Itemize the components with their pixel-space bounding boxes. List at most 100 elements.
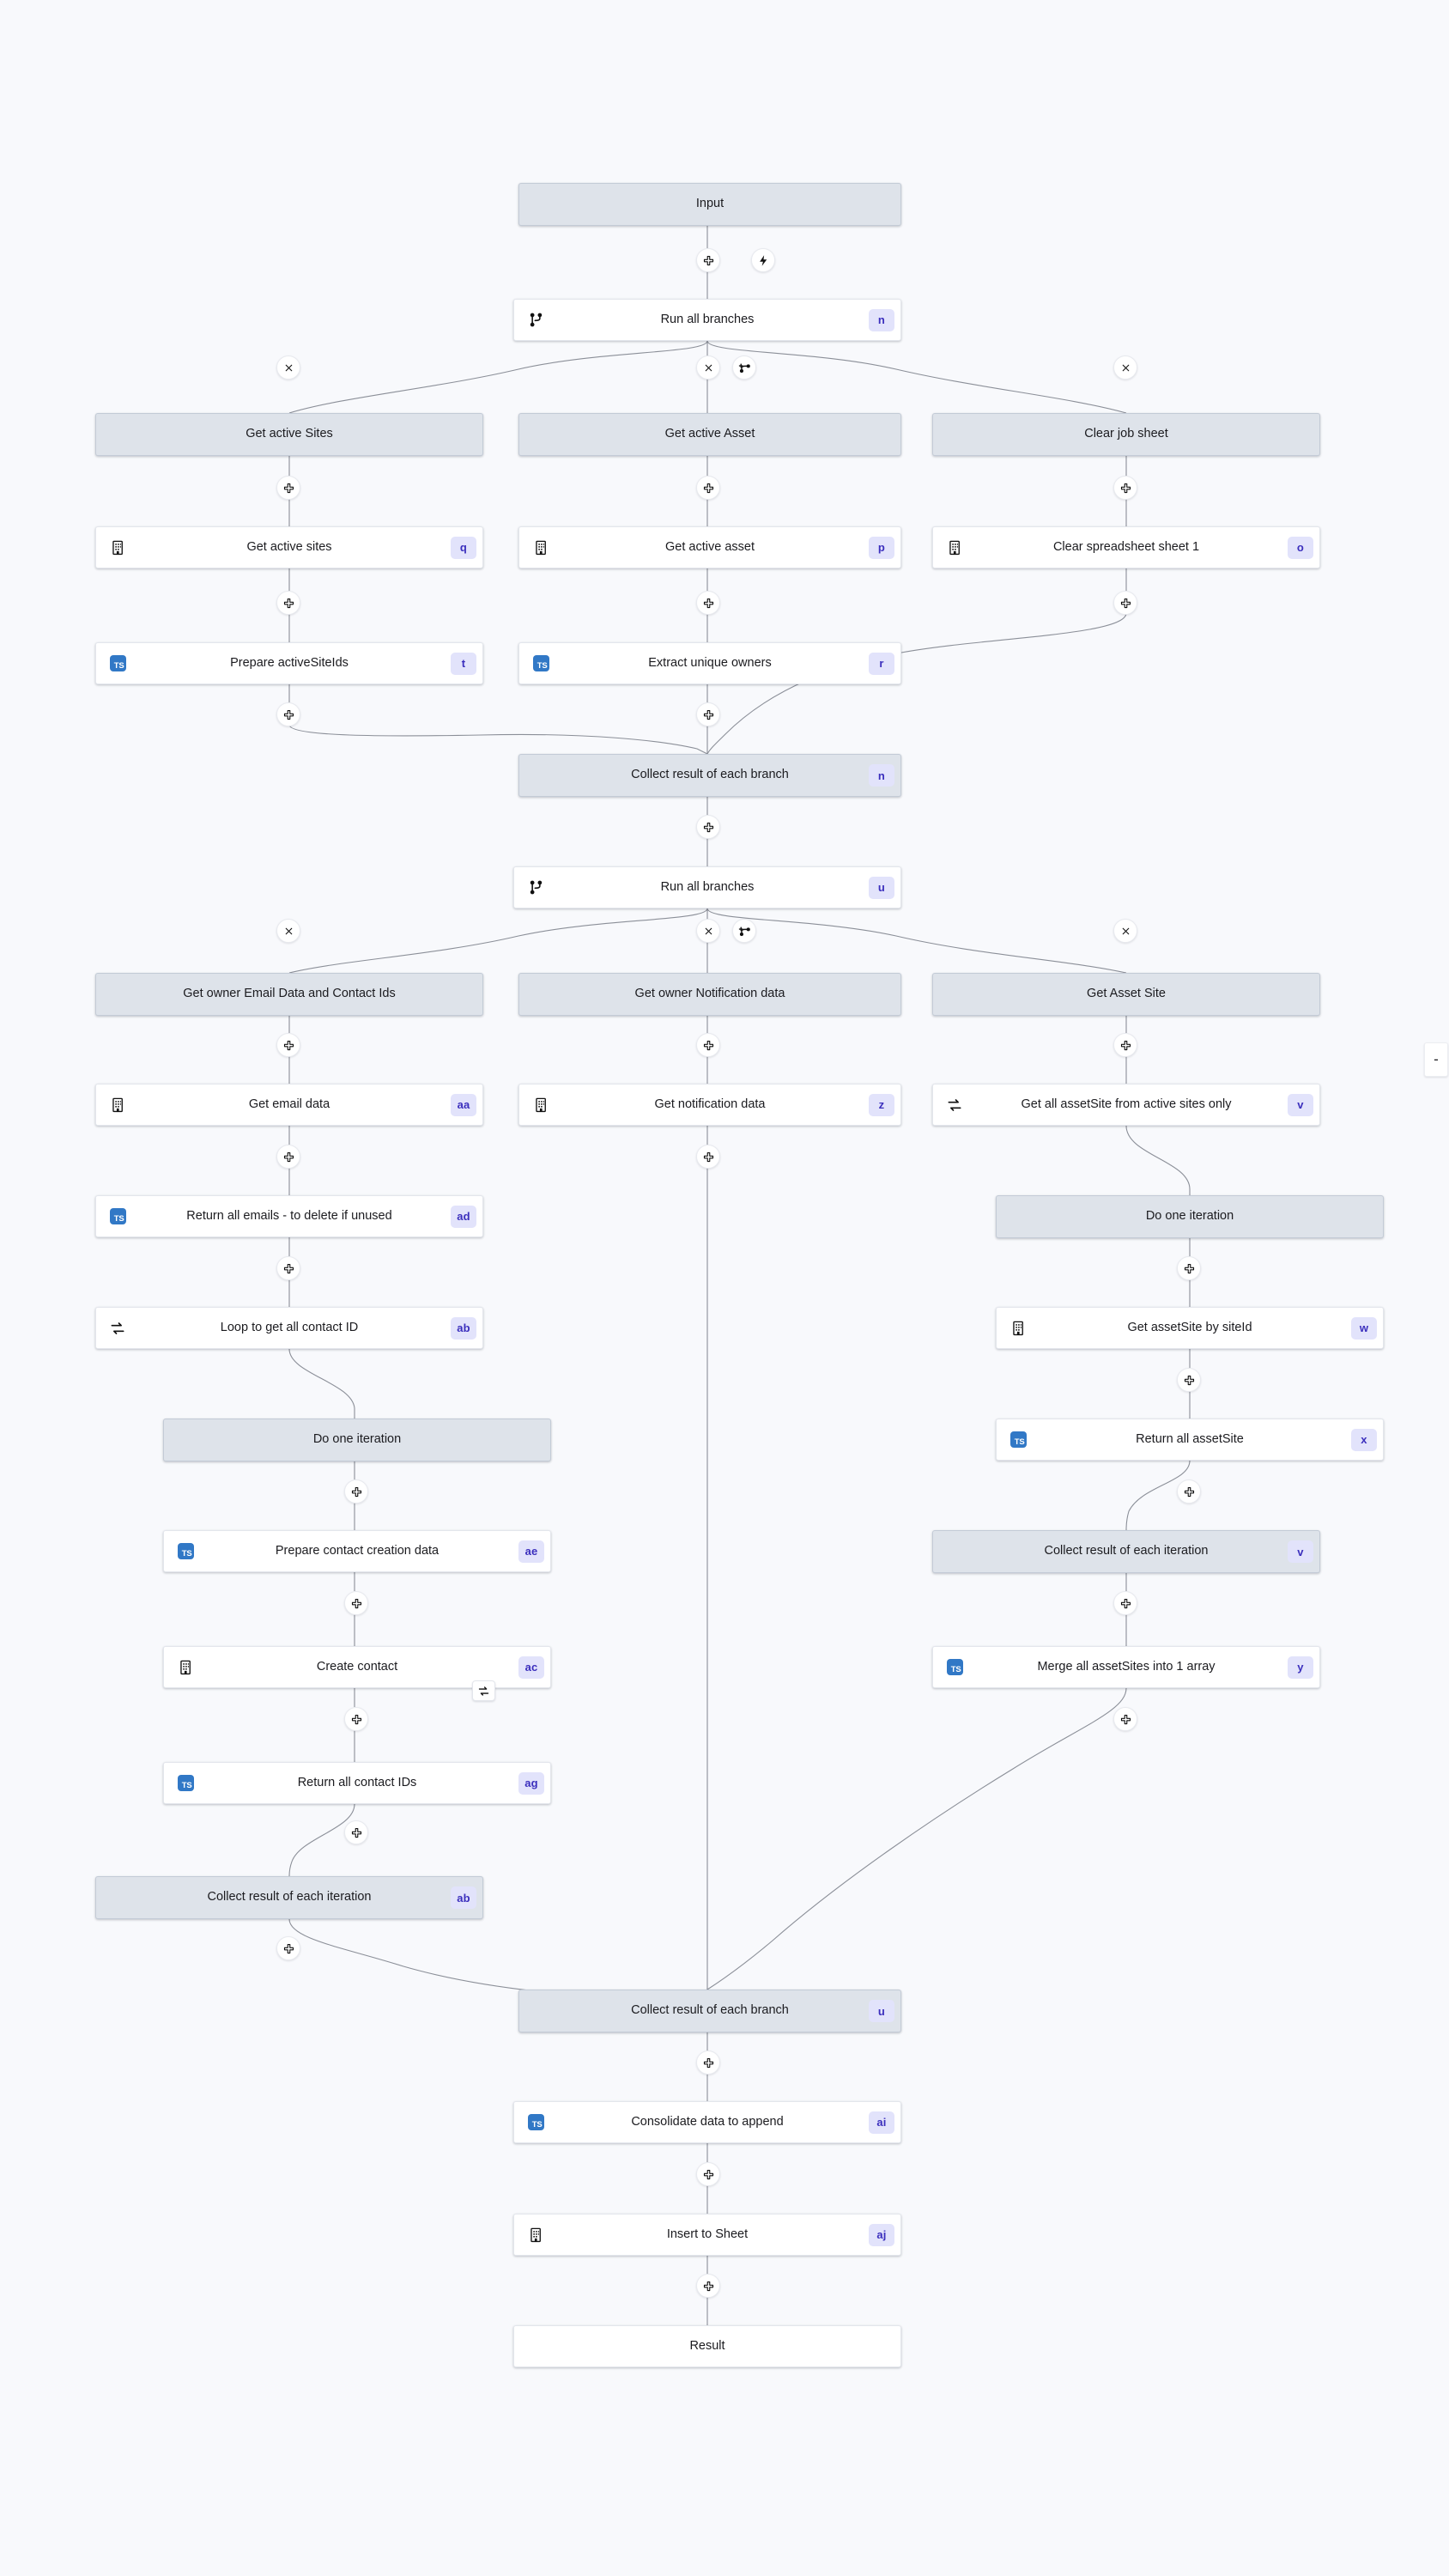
- module-id-chip[interactable]: t: [451, 652, 476, 675]
- node-get-all-assetsite[interactable]: Get all assetSite from active sites only…: [932, 1084, 1320, 1126]
- add-step-icon[interactable]: [696, 1145, 720, 1169]
- close-icon[interactable]: [276, 919, 300, 943]
- module-id-chip[interactable]: ae: [518, 1540, 544, 1563]
- close-icon[interactable]: [696, 919, 720, 943]
- add-step-icon[interactable]: [1177, 1256, 1201, 1280]
- add-step-icon[interactable]: [276, 476, 300, 500]
- add-step-icon[interactable]: [1113, 476, 1137, 500]
- add-step-icon[interactable]: [696, 476, 720, 500]
- add-branch-icon[interactable]: [732, 355, 756, 380]
- node-iter-contact[interactable]: Do one iteration: [163, 1419, 551, 1461]
- add-step-icon[interactable]: [344, 1591, 368, 1615]
- add-step-icon[interactable]: [696, 591, 720, 615]
- node-br-sites[interactable]: Get active Sites: [95, 413, 483, 456]
- node-input[interactable]: Input: [518, 183, 901, 226]
- node-br-jobsheet[interactable]: Clear job sheet: [932, 413, 1320, 456]
- module-id-chip[interactable]: u: [869, 876, 894, 899]
- close-icon[interactable]: [1113, 355, 1137, 380]
- add-step-icon[interactable]: [696, 2162, 720, 2186]
- add-step-icon[interactable]: [276, 1033, 300, 1057]
- module-id-chip[interactable]: n: [869, 308, 894, 331]
- add-step-icon[interactable]: [696, 2274, 720, 2298]
- add-step-icon[interactable]: [1113, 1707, 1137, 1731]
- add-branch-icon[interactable]: [732, 919, 756, 943]
- module-id-chip[interactable]: o: [1288, 536, 1313, 559]
- module-id-chip[interactable]: p: [869, 536, 894, 559]
- add-step-icon[interactable]: [276, 1936, 300, 1960]
- add-step-icon[interactable]: [276, 591, 300, 615]
- module-id-chip[interactable]: ab: [451, 1316, 476, 1340]
- add-step-icon[interactable]: [696, 2050, 720, 2075]
- module-id-chip[interactable]: z: [869, 1093, 894, 1116]
- add-step-icon[interactable]: [1113, 591, 1137, 615]
- close-icon[interactable]: [696, 355, 720, 380]
- node-br-assetsite[interactable]: Get Asset Site: [932, 973, 1320, 1016]
- add-step-icon[interactable]: [1177, 1368, 1201, 1392]
- module-id-chip[interactable]: q: [451, 536, 476, 559]
- add-step-icon[interactable]: [696, 815, 720, 839]
- module-id-chip[interactable]: u: [869, 2000, 894, 2022]
- retry-icon[interactable]: [472, 1680, 495, 1701]
- zoom-out-control[interactable]: -: [1424, 1042, 1448, 1077]
- trigger-bolt-icon[interactable]: [751, 248, 775, 272]
- add-step-icon[interactable]: [696, 248, 720, 272]
- add-step-icon[interactable]: [276, 1145, 300, 1169]
- node-br-asset[interactable]: Get active Asset: [518, 413, 901, 456]
- add-step-icon[interactable]: [1113, 1591, 1137, 1615]
- module-id-chip[interactable]: y: [1288, 1656, 1313, 1679]
- add-step-icon[interactable]: [276, 1256, 300, 1280]
- add-step-icon[interactable]: [344, 1479, 368, 1504]
- add-step-icon[interactable]: [696, 1033, 720, 1057]
- module-id-chip[interactable]: w: [1351, 1316, 1377, 1340]
- add-step-icon[interactable]: [344, 1820, 368, 1844]
- module-id-chip[interactable]: ab: [451, 1886, 476, 1909]
- add-step-icon[interactable]: [276, 702, 300, 726]
- node-result[interactable]: Result: [513, 2325, 901, 2367]
- close-icon[interactable]: [276, 355, 300, 380]
- add-step-icon[interactable]: [1177, 1479, 1201, 1504]
- add-step-icon[interactable]: [344, 1707, 368, 1731]
- module-id-chip[interactable]: r: [869, 652, 894, 675]
- node-br-notif[interactable]: Get owner Notification data: [518, 973, 901, 1016]
- building-icon: [1009, 1319, 1028, 1338]
- module-id-chip[interactable]: aj: [869, 2223, 894, 2246]
- module-id-chip[interactable]: x: [1351, 1428, 1377, 1451]
- module-id-chip[interactable]: v: [1288, 1093, 1313, 1116]
- module-id-chip[interactable]: n: [869, 764, 894, 787]
- module-id-chip[interactable]: v: [1288, 1540, 1313, 1563]
- add-step-icon[interactable]: [1113, 1033, 1137, 1057]
- module-id-chip[interactable]: ad: [451, 1205, 476, 1228]
- module-id-chip[interactable]: ai: [869, 2111, 894, 2134]
- module-id-chip[interactable]: ac: [518, 1656, 544, 1679]
- module-id-chip[interactable]: ag: [518, 1771, 544, 1795]
- close-icon[interactable]: [1113, 919, 1137, 943]
- node-iter-assetsite[interactable]: Do one iteration: [996, 1195, 1384, 1238]
- node-br-emaildata[interactable]: Get owner Email Data and Contact Ids: [95, 973, 483, 1016]
- module-id-chip[interactable]: aa: [451, 1093, 476, 1116]
- add-step-icon[interactable]: [696, 702, 720, 726]
